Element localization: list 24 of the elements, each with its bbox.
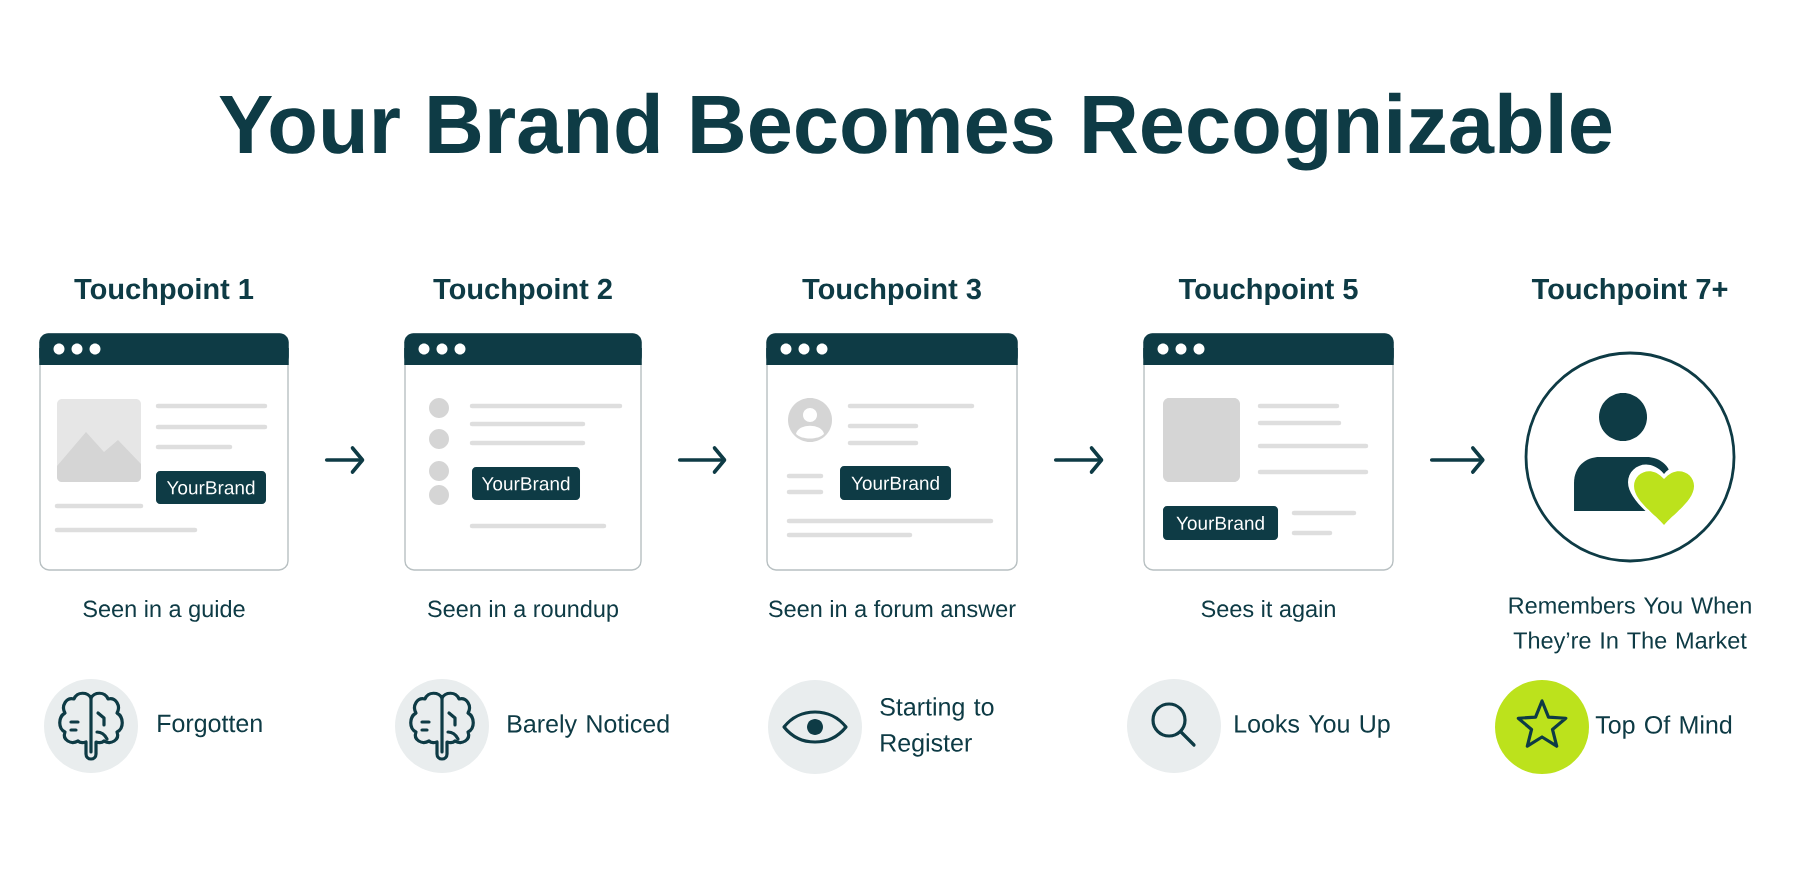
heading: Touchpoint 7+ [1531,278,1728,305]
title: Your Brand Becomes Recognizable [219,92,1612,171]
node-label: Remembers You When They’re In The Market [1509,596,1751,654]
name-badge: YourBrand [156,471,266,504]
arrow [1429,446,1485,474]
status-label: Forgotten [158,714,262,738]
heading: Touchpoint 3 [802,278,981,305]
name-badge: YourBrand [472,467,580,500]
arrow [677,446,727,474]
heading: Touchpoint 1 [74,278,254,305]
name-badge: YourBrand [1163,506,1278,540]
node-label: Seen in a guide [83,600,245,622]
status-label: Barely Noticed [508,714,669,738]
arrow [324,446,365,474]
node-label: Seen in a forum answer [769,600,1016,618]
node-label: Sees it again [1201,600,1335,622]
node-label: Seen in a roundup [428,600,618,622]
arrow [1053,446,1104,474]
heading: Touchpoint 5 [1178,278,1358,305]
status-label: Top Of Mind [1595,715,1732,739]
name-badge: YourBrand [840,466,951,500]
status-label: Looks You Up [1235,714,1390,738]
heading: Touchpoint 2 [433,278,612,305]
status-label: Starting to Register [880,697,994,757]
